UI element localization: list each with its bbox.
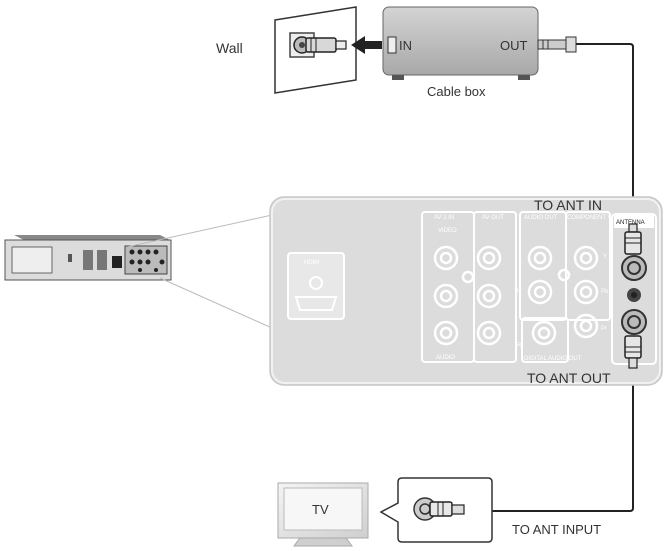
- tv-connector-callout: [379, 477, 493, 543]
- dvd-recorder: [4, 235, 172, 281]
- cable-box: [382, 6, 577, 80]
- av1-in-label: AV 1 IN: [434, 215, 454, 221]
- rca-jacks: [433, 245, 599, 346]
- tv-label: TV: [312, 502, 329, 517]
- audio-out-label: AUDIO OUT: [524, 215, 558, 221]
- direction-arrow-icon: [351, 36, 382, 54]
- zoom-callout: [126, 214, 273, 329]
- r-label: R: [517, 343, 522, 349]
- to-ant-in-label: TO ANT IN: [534, 197, 602, 213]
- hdmi-port: [287, 252, 345, 320]
- digital-audio-out-label: DIGITAL AUDIO OUT: [524, 356, 582, 362]
- l-label: L: [517, 288, 521, 294]
- rear-panel: [269, 196, 663, 386]
- y-label: Y: [603, 254, 607, 260]
- cable-box-label: Cable box: [427, 84, 486, 99]
- wall-label: Wall: [216, 40, 243, 56]
- cable-box-out-label: OUT: [500, 38, 528, 53]
- to-ant-input-label: TO ANT INPUT: [512, 522, 601, 537]
- pb-label: Pb: [601, 289, 609, 295]
- hdmi-label: HDMI: [304, 260, 320, 266]
- coax-cable: [463, 43, 634, 512]
- video-label: VIDEO: [438, 228, 457, 234]
- av-block: [421, 211, 611, 363]
- audio-label: AUDIO: [436, 355, 455, 361]
- component-video-out-label: COMPONENT VIDEO OUT: [567, 215, 641, 221]
- av-out-label: AV OUT: [482, 215, 504, 221]
- cable-box-in-label: IN: [399, 38, 412, 53]
- coax-plug-top: [624, 223, 642, 255]
- antenna-label: ANTENNA: [616, 220, 645, 226]
- coax-plug-bottom: [624, 335, 642, 369]
- to-ant-out-label: TO ANT OUT: [527, 370, 611, 386]
- antenna-section: [611, 213, 657, 365]
- tv: [277, 482, 369, 547]
- wall-outlet: [274, 6, 357, 94]
- pr-label: Pr: [601, 326, 607, 332]
